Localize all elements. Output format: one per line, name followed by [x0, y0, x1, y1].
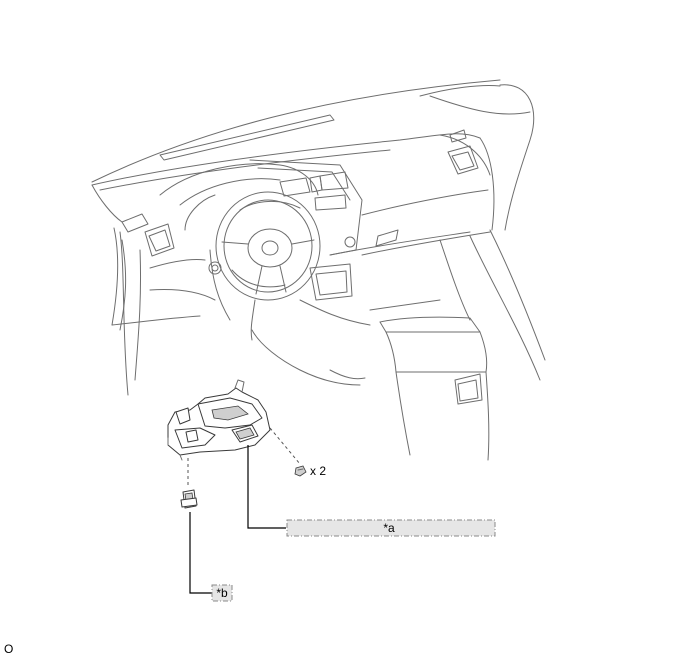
- bolt-fastener: [294, 465, 307, 477]
- illustration-code: O: [4, 642, 13, 656]
- component-b-connector: [180, 489, 198, 509]
- fastener-quantity-label: x 2: [310, 464, 326, 478]
- leader-line-b: [189, 512, 212, 594]
- fastener-install-path: [269, 427, 301, 465]
- callout-a-label: *a: [383, 521, 395, 535]
- callout-b: *b: [211, 584, 233, 602]
- callout-a: *a: [286, 519, 496, 537]
- dashboard-line-art: [91, 79, 546, 461]
- component-a-module: [167, 379, 271, 461]
- callout-b-label: *b: [216, 586, 228, 600]
- leader-line-a: [247, 445, 286, 529]
